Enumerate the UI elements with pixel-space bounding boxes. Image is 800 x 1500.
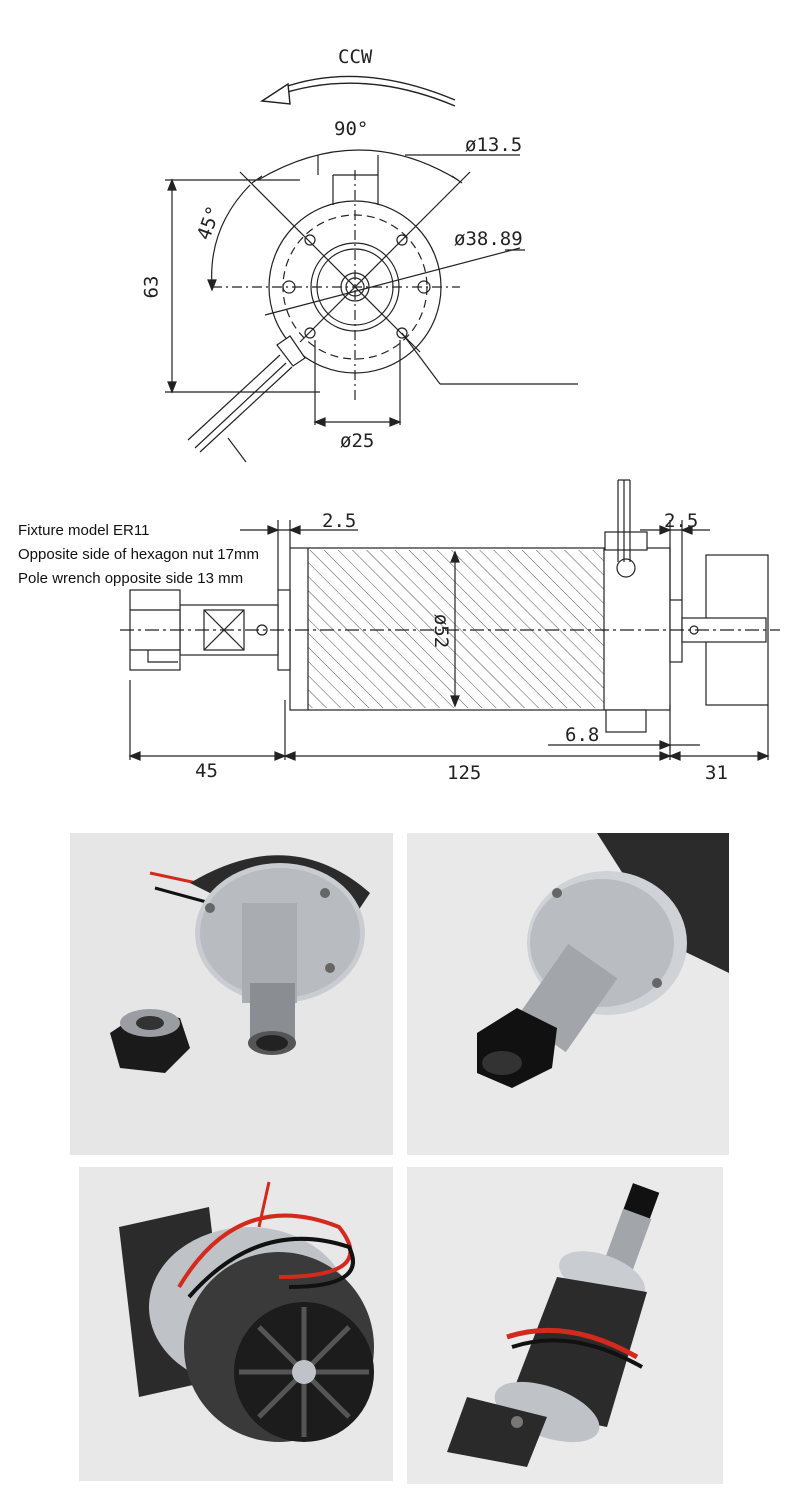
len-body-label: 125 [447,762,482,784]
photo-full-spindle [407,1167,723,1484]
ccw-arrow [274,82,456,107]
dia-boss-label: ø25 [340,430,375,452]
offset-label: 6.8 [565,724,600,746]
photo-collet-mounted [407,833,729,1155]
dia-small-label: ø13.5 [465,134,523,156]
angle-top-label: 90° [334,118,369,140]
photo-flange-and-collet [70,833,393,1155]
len-collet-label: 45 [195,760,218,782]
dia-bolt-label: ø38.89 [454,228,523,250]
note-hex-nut: Opposite side of hexagon nut 17mm [18,546,259,563]
gap-right-label: 2.5 [664,510,699,532]
photo-rear-cap [79,1167,393,1481]
note-fixture: Fixture model ER11 [18,522,150,539]
body-dia-label: ø52 [430,613,453,649]
len-rear-label: 31 [705,762,728,784]
gap-left-label: 2.5 [322,510,357,532]
note-wrench: Pole wrench opposite side 13 mm [18,570,244,587]
side-view-drawing [120,479,780,761]
front-view-drawing [165,75,578,463]
rotation-label: CCW [338,46,373,68]
